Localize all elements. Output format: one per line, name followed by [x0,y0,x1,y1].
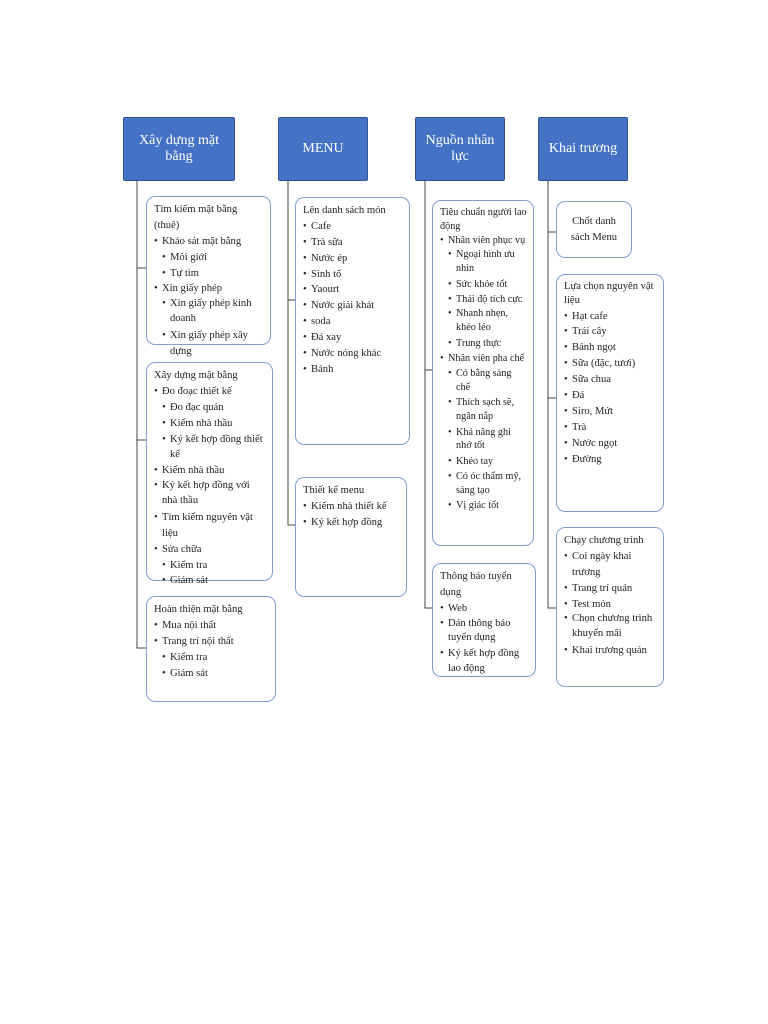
list-item: Yaourt [303,282,403,298]
list-item: Có bằng sáng chế [448,367,527,397]
list-item: Ký kết hợp đồng [303,515,400,531]
box-xay-dung-mat-bang: Xây dựng mặt bằng Đo đoạc thiết kế Đo đạ… [146,362,273,589]
list-item: Có óc thẩm mỹ, sáng tạo [448,470,527,500]
box-title: Chốt danh sách Menu [570,215,618,243]
list-item: Mua nội thất [154,618,269,634]
list-item: Trà sữa [303,235,403,251]
list-item: Kiếm nhà thầu [162,416,266,432]
list-item: Thích sạch sẽ, ngăn nắp [448,396,527,426]
list-item: Nước ngọt [564,436,657,452]
list-item: Nước ép [303,251,403,267]
list-item: Ký kết hợp đồng với nhà thầu [154,479,266,510]
list-item: Bánh ngọt [564,340,657,356]
list-item: Kiếm nhà thiết kế [303,499,400,515]
list-item: Kiếm nhà thầu [154,463,266,479]
list-item: Tự tìm [162,266,264,282]
list-item: Khéo tay [448,455,527,470]
list-item: Xin giấy phép kinh doanh [162,297,264,328]
list-item: Ký kết hợp đồng lao động [440,647,529,678]
column-header-menu: MENU [278,117,368,181]
list-item: Đo đoạc thiết kế [154,384,266,400]
box-title: Lên danh sách món [303,205,386,216]
box-chot-danh-sach-menu: Chốt danh sách Menu [556,201,632,258]
box-thiet-ke-menu: Thiết kế menu Kiếm nhà thiết kế Ký kết h… [295,477,407,597]
list-item: Đường [564,452,657,468]
list-item: Trung thực [448,337,527,352]
list-item: Siro, Mứt [564,404,657,420]
box-title: Chạy chương trình [564,535,644,546]
list-item: Nhân viên pha chế [440,352,527,367]
list-item: Giám sát [162,666,269,682]
list-item: Kiểm tra [162,650,269,666]
box-tieu-chuan-nguoi-lao-dong: Tiêu chuẩn người lao động Nhân viên phục… [432,200,534,546]
list-item: Web [440,601,529,617]
list-item: Đá [564,388,657,404]
list-item: Khảo sát mặt bằng [154,234,264,250]
box-title: Thiết kế menu [303,485,365,496]
list-item: Ký kết hợp đồng thiết kế [162,432,266,464]
column-header-khai-truong: Khai trương [538,117,628,181]
list-item: Môi giới [162,250,264,266]
list-item: Bánh [303,362,403,378]
column-header-xay-dung-mat-bang: Xây dựng mặt bằng [123,117,235,181]
box-title: Hoàn thiện mặt bằng [154,604,243,615]
box-hoan-thien-mat-bang: Hoàn thiện mặt bằng Mua nội thất Trang t… [146,596,276,702]
list-item: Chọn chương trình khuyến mãi [564,612,657,643]
box-title: Tìm kiếm mặt bằng (thuê) [154,204,238,231]
list-item: Xin giấy phép xây dựng [162,328,264,360]
list-item: Nhanh nhẹn, khéo léo [448,307,527,337]
list-item: Tìm kiếm nguyên vật liệu [154,510,266,542]
box-tim-kiem-mat-bang: Tìm kiếm mặt bằng (thuê) Khảo sát mặt bằ… [146,196,271,357]
box-title: Lựa chọn nguyên vật liệu [564,281,654,307]
list-item: Giám sát [162,573,266,589]
list-item: Sửa chữa [154,542,266,558]
list-item: Hạt cafe [564,309,657,325]
list-item: Trang trí quán [564,581,657,597]
list-item: soda [303,314,403,330]
list-item: Sinh tố [303,267,403,283]
list-item: Sữa chua [564,372,657,388]
list-item: Ngoại hình ưu nhìn [448,248,527,278]
box-thong-bao-tuyen-dung: Thông báo tuyển dụng Web Dán thông báo t… [432,563,536,677]
list-item: Thái độ tích cực [448,293,527,308]
list-item: Sữa (đặc, tươi) [564,356,657,372]
column-header-nguon-nhan-luc: Nguồn nhân lực [415,117,505,181]
box-title: Thông báo tuyển dụng [440,571,512,598]
list-item: Trà [564,420,657,436]
list-item: Khả năng ghi nhớ tốt [448,426,527,456]
list-item: Đo đạc quán [162,400,266,416]
box-title: Xây dựng mặt bằng [154,370,238,381]
list-item: Cafe [303,219,403,235]
list-item: Coi ngày khai trương [564,549,657,581]
list-item: Trái cây [564,324,657,340]
list-item: Đá xay [303,330,403,346]
list-item: Dán thông báo tuyển dụng [440,617,529,648]
list-item: Xin giấy phép [154,281,264,297]
list-item: Test món [564,597,657,613]
box-title: Tiêu chuẩn người lao động [440,207,527,232]
list-item: Nước giải khát [303,298,403,314]
box-lua-chon-nguyen-vat-lieu: Lựa chọn nguyên vật liệu Hạt cafe Trái c… [556,274,664,512]
box-chay-chuong-trinh: Chạy chương trình Coi ngày khai trương T… [556,527,664,687]
box-len-danh-sach-mon: Lên danh sách món Cafe Trà sữa Nước ép S… [295,197,410,445]
list-item: Nước nóng khác [303,346,403,362]
list-item: Kiểm tra [162,558,266,574]
list-item: Khai trương quán [564,643,657,659]
list-item: Nhân viên phục vụ [440,234,527,249]
list-item: Sức khỏe tốt [448,278,527,293]
list-item: Vị giác tốt [448,499,527,514]
list-item: Trang trí nội thất [154,634,269,650]
